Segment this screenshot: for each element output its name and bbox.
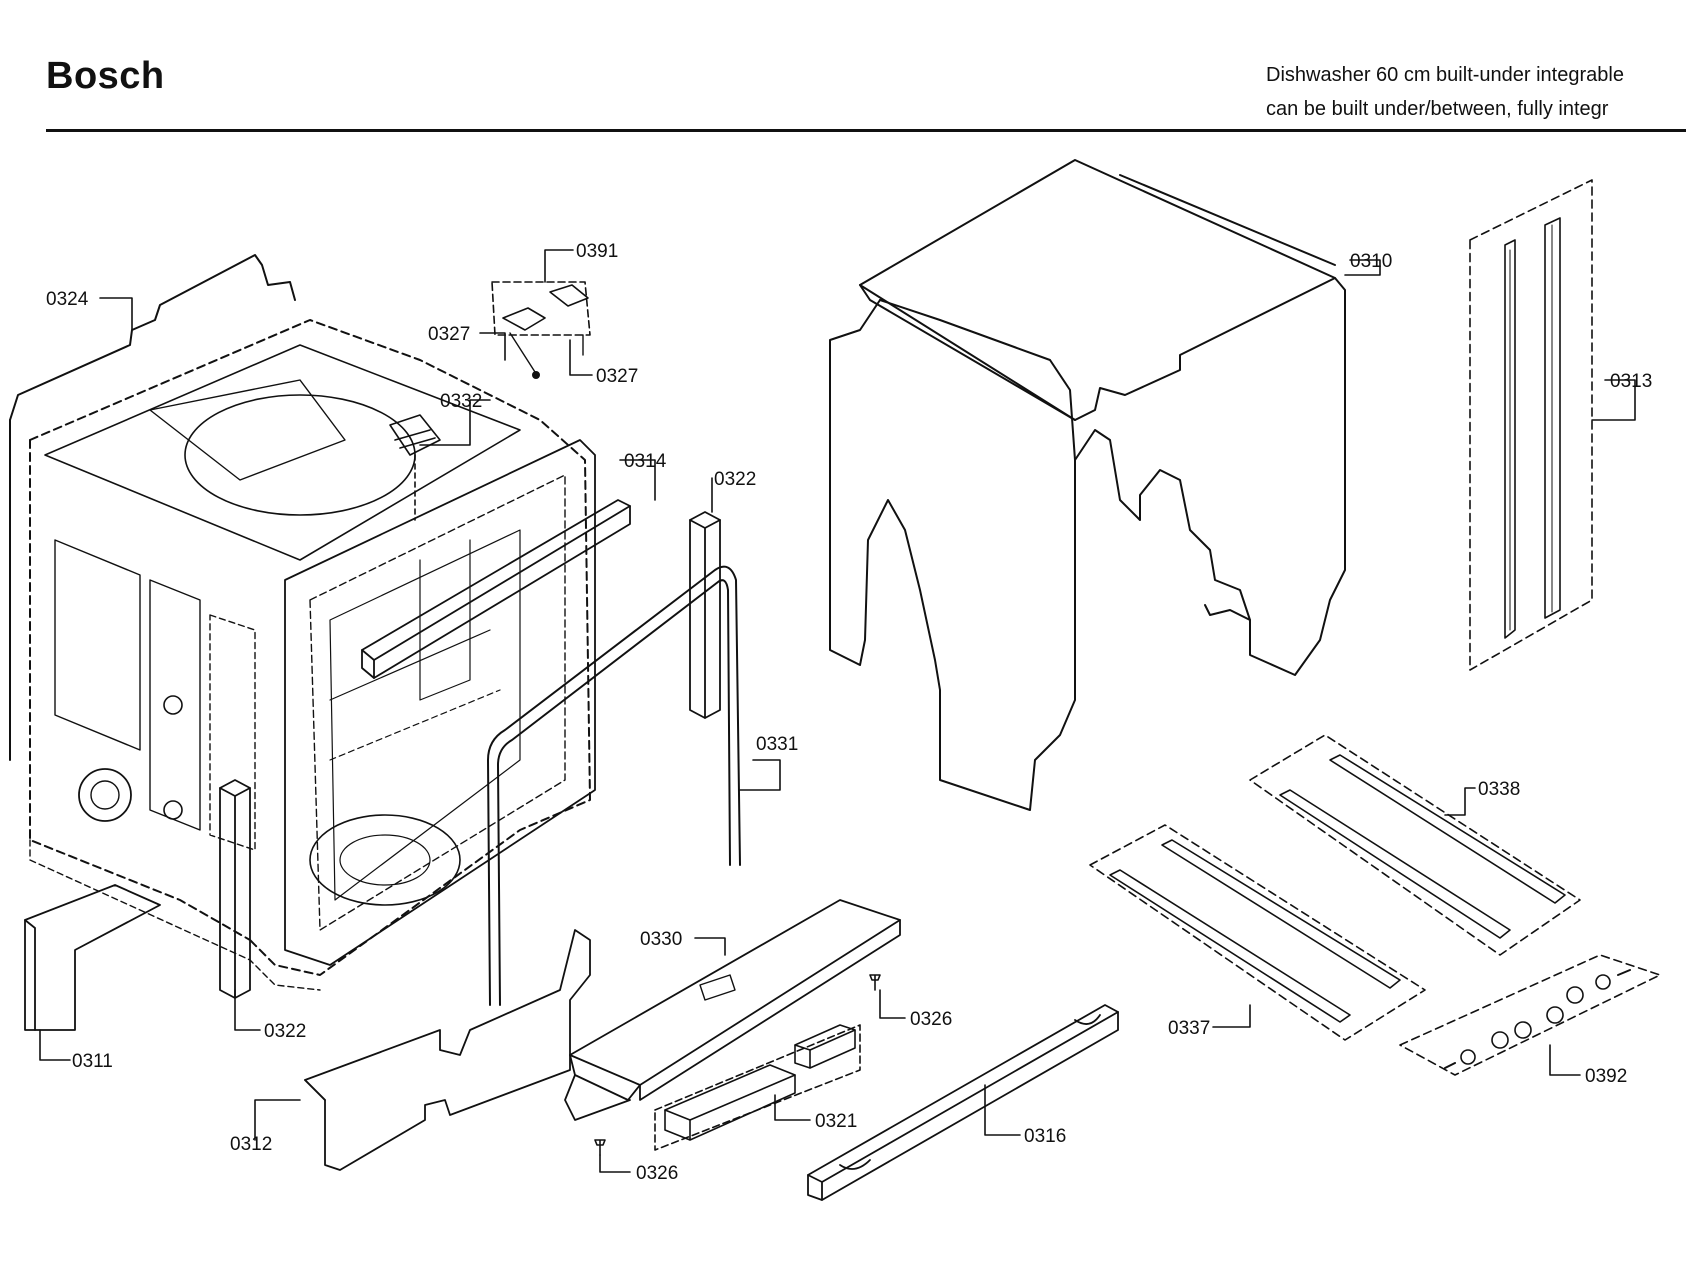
diagram-description: Dishwasher 60 cm built-under integrable … bbox=[1266, 58, 1624, 126]
label-0391: 0391 bbox=[576, 241, 618, 262]
insulation-strip-0322-right bbox=[689, 511, 721, 719]
label-0326-upper: 0326 bbox=[910, 1009, 952, 1030]
rail-set-0338 bbox=[1249, 734, 1581, 956]
label-0337: 0337 bbox=[1168, 1018, 1210, 1039]
label-0312: 0312 bbox=[230, 1134, 272, 1155]
label-0311: 0311 bbox=[72, 1051, 113, 1072]
label-0310: 0310 bbox=[1350, 251, 1392, 272]
small-parts-kit-0392 bbox=[1399, 954, 1661, 1076]
label-0331: 0331 bbox=[756, 734, 798, 755]
description-line-2: can be built under/between, fully integr bbox=[1266, 98, 1609, 120]
label-0330: 0330 bbox=[640, 929, 682, 950]
insulation-blocks-0321 bbox=[654, 1024, 861, 1151]
header-rule bbox=[46, 129, 1686, 132]
kick-plate-0316 bbox=[807, 1004, 1119, 1201]
label-0316: 0316 bbox=[1024, 1126, 1066, 1147]
part-labels: 0324 0391 0327 0327 0332 0314 0322 0322 … bbox=[46, 241, 1652, 1184]
label-0326-lower: 0326 bbox=[636, 1163, 678, 1184]
label-0322-right: 0322 bbox=[714, 469, 756, 490]
cover-0310 bbox=[829, 159, 1346, 811]
label-0327-b: 0327 bbox=[596, 366, 638, 387]
toe-insulation-0312 bbox=[304, 929, 591, 1171]
label-0322-left: 0322 bbox=[264, 1021, 306, 1042]
label-0392: 0392 bbox=[1585, 1066, 1627, 1087]
control-panel-0330 bbox=[564, 899, 901, 1121]
screw-0326-lower bbox=[594, 1139, 606, 1156]
description-line-1: Dishwasher 60 cm built-under integrable bbox=[1266, 64, 1624, 86]
door-strip-0314 bbox=[361, 499, 631, 679]
hinge-kit-0391 bbox=[491, 281, 591, 379]
screw-0326-upper bbox=[869, 974, 881, 991]
label-0321: 0321 bbox=[815, 1111, 857, 1132]
insulation-strip-0322-left bbox=[219, 779, 251, 999]
label-0327-a: 0327 bbox=[428, 324, 470, 345]
label-0313: 0313 bbox=[1610, 371, 1652, 392]
leader-lines bbox=[39, 249, 1636, 1173]
label-0324: 0324 bbox=[46, 289, 89, 310]
side-rails-0313 bbox=[1469, 179, 1593, 671]
label-0338: 0338 bbox=[1478, 779, 1520, 800]
brand-title: Bosch bbox=[46, 55, 165, 97]
door-seal-0331 bbox=[487, 565, 741, 1006]
label-0314: 0314 bbox=[624, 451, 667, 472]
hinge-bracket-0332 bbox=[389, 414, 441, 521]
base-insulation-0311 bbox=[24, 884, 161, 1031]
rail-set-0337 bbox=[1089, 824, 1426, 1041]
label-0332: 0332 bbox=[440, 391, 482, 412]
tub-assembly bbox=[9, 254, 596, 991]
